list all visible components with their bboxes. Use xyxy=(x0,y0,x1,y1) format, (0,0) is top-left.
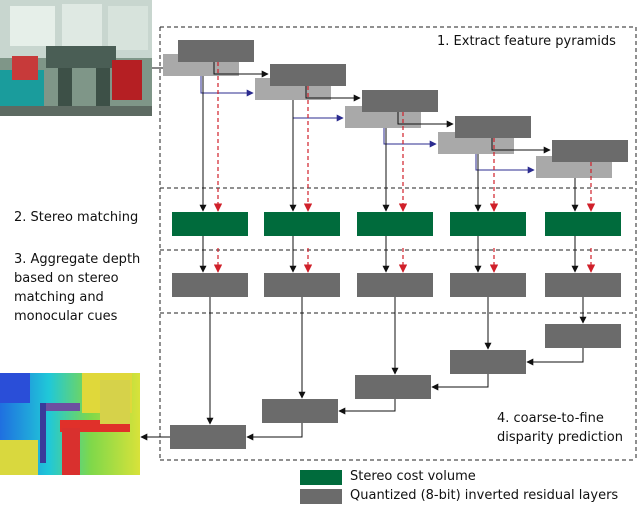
refine-block-1 xyxy=(170,425,246,449)
label-aggregate-line-1: 3. Aggregate depth xyxy=(14,252,141,267)
refine-block-2 xyxy=(262,399,338,423)
label-aggregate-line-3: matching and xyxy=(14,290,104,305)
pyramid-dark-4 xyxy=(455,116,531,138)
pyramid-dark-3 xyxy=(362,90,438,112)
stereo-to-aggregate-red xyxy=(213,248,596,273)
section-frame xyxy=(159,26,637,461)
aggregate-block-5 xyxy=(545,273,621,297)
label-stereo-matching: 2. Stereo matching xyxy=(14,210,139,225)
feature-pyramid xyxy=(163,40,628,178)
label-extract-feature-pyramids: 1. Extract feature pyramids xyxy=(437,34,616,49)
disparity-output-map xyxy=(0,373,140,475)
cost-volume-4 xyxy=(450,212,526,236)
aggregation-blocks xyxy=(172,273,621,297)
aggregate-block-3 xyxy=(357,273,433,297)
aggregate-block-1 xyxy=(172,273,248,297)
label-aggregate-line-4: monocular cues xyxy=(14,309,118,324)
pyramid-dark-5 xyxy=(552,140,628,162)
stereo-cost-volumes xyxy=(172,212,621,236)
left-feature-arrows xyxy=(199,76,579,212)
cost-volume-5 xyxy=(545,212,621,236)
pyramid-dark-1 xyxy=(178,40,254,62)
refine-block-5 xyxy=(545,324,621,348)
cost-volume-1 xyxy=(172,212,248,236)
label-coarse-line-1: 4. coarse-to-fine xyxy=(497,411,604,426)
stereo-to-aggregate-black xyxy=(199,236,579,273)
downsample-arrows xyxy=(213,62,551,154)
stereo-input-photo xyxy=(0,0,152,116)
legend-swatch-quantized xyxy=(300,489,342,504)
cost-volume-2 xyxy=(264,212,340,236)
legend-swatch-stereo xyxy=(300,470,342,485)
cost-volume-3 xyxy=(357,212,433,236)
pyramid-dark-2 xyxy=(270,64,346,86)
refine-block-3 xyxy=(355,375,431,399)
legend-label-stereo: Stereo cost volume xyxy=(350,469,476,484)
label-coarse-line-2: disparity prediction xyxy=(497,430,623,445)
aggregate-block-2 xyxy=(264,273,340,297)
aggregate-to-refine-arrows xyxy=(206,297,587,425)
refinement-blocks xyxy=(170,324,621,449)
right-feature-arrows xyxy=(213,62,596,212)
label-aggregate-line-2: based on stereo xyxy=(14,271,119,286)
blue-skip-arrows xyxy=(200,76,535,174)
aggregate-block-4 xyxy=(450,273,526,297)
refine-block-4 xyxy=(450,350,526,374)
coarse-to-fine-arrows xyxy=(140,348,584,441)
legend-label-quantized: Quantized (8-bit) inverted residual laye… xyxy=(350,488,619,503)
